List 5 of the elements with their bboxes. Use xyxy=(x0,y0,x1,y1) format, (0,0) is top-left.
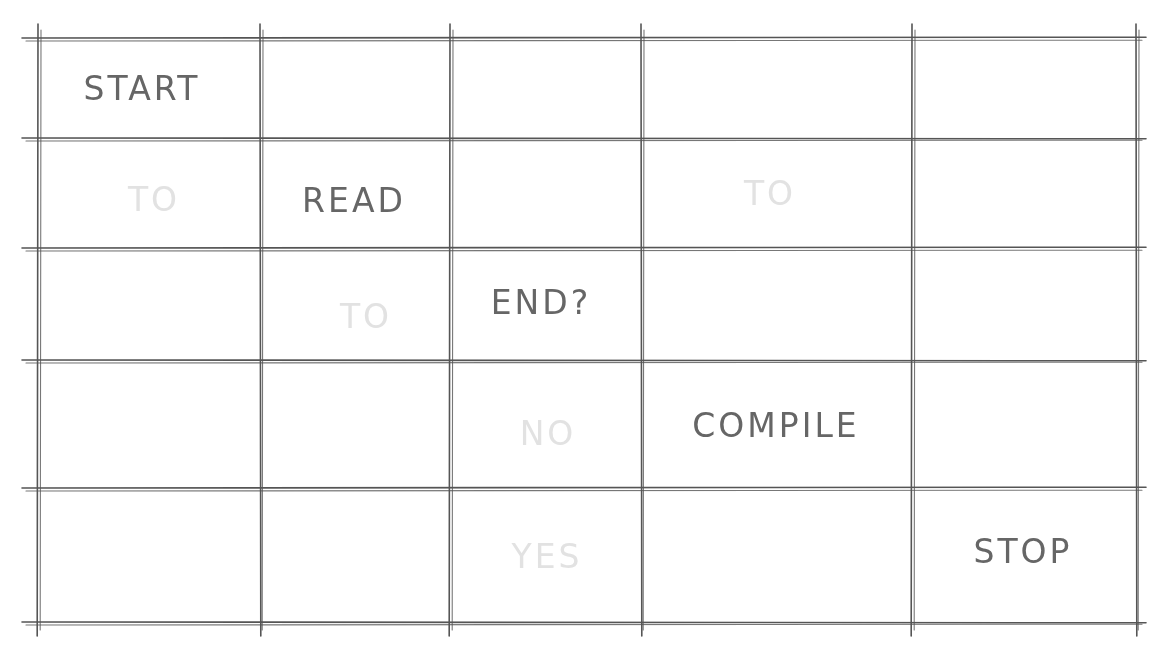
state-name: STOP xyxy=(973,534,1073,568)
state-name: END? xyxy=(490,285,592,319)
state-name: COMPILE xyxy=(692,408,860,442)
state-name: START xyxy=(83,71,201,105)
state-name: READ xyxy=(302,183,406,217)
